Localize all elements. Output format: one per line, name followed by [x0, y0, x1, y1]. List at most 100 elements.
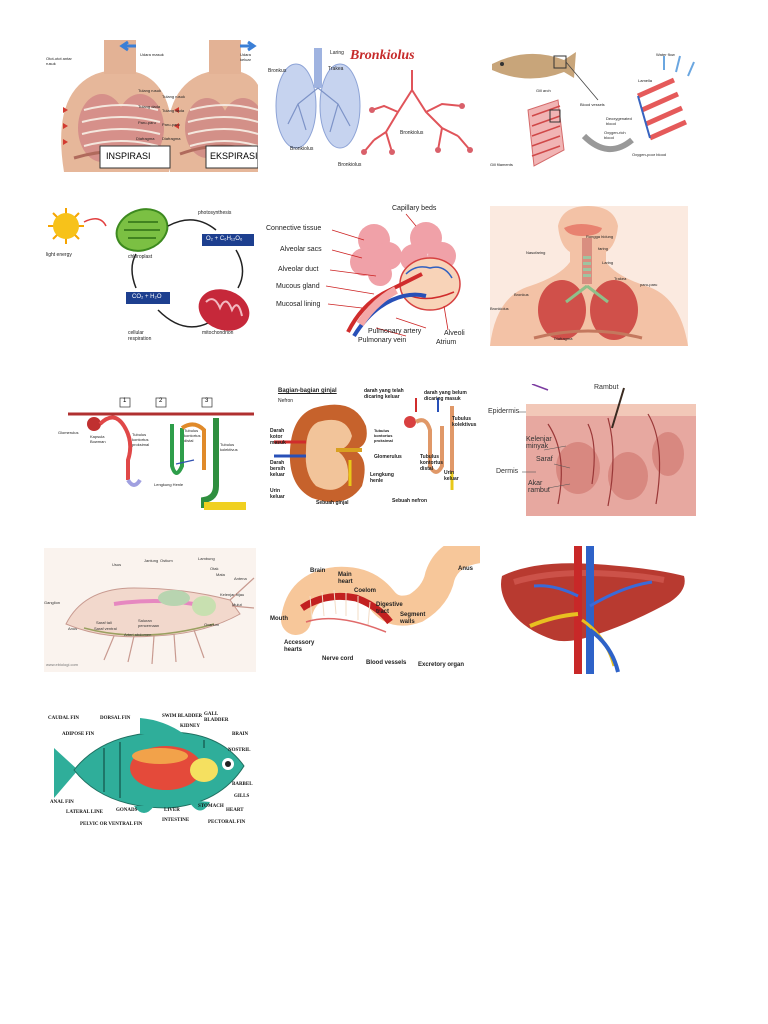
label-barbel: BARBEL [232, 782, 253, 787]
label-dorsal-fin: DORSAL FIN [100, 716, 131, 721]
respiration-diagram: Udara masuk Otot-otot antar rusuk Tulang… [44, 40, 258, 172]
photosynthesis-label: photosynthesis [198, 210, 232, 216]
label-capillary-beds: Capillary beds [392, 205, 437, 212]
label-pulmonary-artery: Pulmonary artery [368, 328, 422, 335]
label-nostril: NOSTRIL [228, 748, 251, 753]
udara-masuk-label: Udara masuk [140, 52, 164, 57]
label-tubulus-proksimal: Tubulus kontortus proksimal [132, 432, 150, 447]
label-usus: Usus [112, 562, 122, 567]
label-blood-vessels: Blood vessels [580, 102, 605, 107]
label-paru-2: Paru-paru [162, 122, 180, 127]
crayfish-diagram: Usus Jantung Ostium Lambung Otak Mata An… [44, 548, 256, 672]
label-darah-kotor: Darah kotor masuk [270, 428, 286, 446]
label-gill-arch: Gill arch [536, 88, 551, 93]
label-swim-bladder: SWIM BLADDER [162, 714, 203, 719]
bronkiolus-diagram: Bronkiolus Laring Trakea Bronkus Bronkio… [266, 40, 480, 172]
step-1: 1 [123, 398, 127, 404]
label-saluran-pencernaan: Saluran pencernaan [138, 618, 160, 628]
label-excretory-organ: Excretory organ [418, 662, 465, 668]
label-nerve-cord: Nerve cord [322, 656, 354, 662]
chloroplast-label: chloroplast [128, 254, 153, 260]
label-kelenjar-hijau: Kelenjar hijau [220, 592, 245, 597]
label-coelom: Coelom [354, 588, 377, 594]
label-sebuah-ginjal: Sebuah ginjal [316, 500, 349, 506]
label-arteri-abdomen: Arteri abdomen [124, 632, 152, 637]
label-alveoli: Alveoli [444, 330, 465, 337]
label-tubulus-kolektivus: Tubulus kolektivus [452, 416, 477, 428]
label-paru: Paru-paru [138, 120, 156, 125]
label-alveolar-duct: Alveolar duct [278, 266, 319, 273]
label-otot: Otot-otot antar rusuk [46, 56, 72, 66]
label-tulang-rusuk-2: Tulang rusuk [162, 94, 185, 99]
label-ostium: Ostium [160, 558, 173, 563]
label-connective-tissue: Connective tissue [266, 225, 322, 232]
respiratory-system-diagram: Rongga hidung faring Nasofaring Laring T… [490, 206, 688, 346]
label-saraf-ventral: Saraf ventral [94, 626, 117, 631]
kidney-diagram: Bagian-bagian ginjal Nefron darah yang t… [266, 386, 480, 516]
label-adipose-fin: ADIPOSE FIN [62, 732, 95, 737]
label-digestive-tract: Digestive tract [376, 602, 403, 615]
label-saraf-tali: Saraf tali [96, 620, 112, 625]
kidney-title: Bagian-bagian ginjal [278, 388, 337, 394]
nephron-diagram: 1 2 3 Glomerulus Kapsula Bowman Tubulus … [44, 390, 258, 514]
fish-anatomy-diagram: CAUDAL FIN DORSAL FIN SWIM BLADDER GALL … [44, 708, 258, 832]
label-lambung: Lambung [198, 556, 215, 561]
label-lamella: Lamella [638, 78, 653, 83]
label-bronkiolus-2: Bronkiolus [400, 130, 424, 136]
mitochondrion-label: mitochondrion [202, 330, 234, 336]
cellular-respiration-label: cellular respiration [128, 330, 152, 342]
liver-illustration [494, 546, 690, 674]
label-diafragma: Diafragma [136, 136, 155, 141]
formula-top: O₂ + C₆H₁₂O₆ [206, 236, 243, 242]
light-energy-label: light energy [46, 252, 72, 258]
label-mulut: Mulut [232, 602, 242, 607]
label-segment-walls: Segment walls [400, 612, 426, 625]
label-darah-dicaring: darah yang telah dicaring keluar [364, 388, 404, 400]
label-paru-paru: paru-paru [640, 282, 658, 287]
label-alveolar-sacs: Alveolar sacs [280, 246, 322, 253]
label-antena: Antena [234, 576, 247, 581]
label-akar-rambut: Akar rambut [528, 480, 550, 494]
label-ganglion: Ganglion [44, 600, 61, 605]
label-epidermis: Epidermis [488, 408, 520, 415]
label-atrium: Atrium [436, 339, 457, 346]
label-kapsula-bowman: Kapsula Bowman [90, 434, 106, 444]
formula-bottom: CO₂ + H₂O [132, 294, 162, 300]
label-bronkus: Bronkus [268, 68, 287, 74]
label-bronkiolus-1: Bronkiolus [290, 146, 314, 152]
label-dermis: Dermis [496, 468, 519, 475]
label-brain: Brain [310, 568, 326, 574]
label-jantung: Jantung [144, 558, 159, 563]
label-saraf: Saraf [536, 456, 553, 463]
label-glomerulus: Glomerulus [374, 454, 402, 460]
label-anal-fin: ANAL FIN [50, 800, 74, 805]
label-lateral-line: LATERAL LINE [66, 810, 104, 815]
label-bronkus: Bronkus [514, 292, 529, 297]
bronkiolus-title: Bronkiolus [350, 48, 415, 63]
label-nefron: Nefron [278, 398, 294, 404]
label-diafragma-2: Diafragma [162, 136, 181, 141]
ekspirasi-label: EKSPIRASI [210, 151, 258, 161]
label-deoxygenated: Deoxygenated blood [606, 116, 632, 126]
label-sebuah-nefron: Sebuah nefron [392, 498, 428, 504]
step-3: 3 [205, 398, 209, 404]
label-tulang-dada-2: Tulang dada [162, 108, 185, 113]
label-tulang-rusuk: Tulang rusuk [138, 88, 161, 93]
label-tubulus-distal: Tubulus kontortus distal [420, 454, 444, 472]
label-pulmonary-vein: Pulmonary vein [358, 337, 407, 344]
label-heart: HEART [226, 808, 244, 813]
label-otak: Otak [210, 566, 219, 571]
label-trakea: Trakea [614, 276, 627, 281]
step-2: 2 [159, 398, 163, 404]
label-intestine: INTESTINE [162, 818, 190, 823]
label-anus: Anus [458, 566, 473, 572]
fish-gills-diagram: Water flow Lamella Gill arch Blood vesse… [488, 40, 702, 172]
label-bronkiolus: Bronkiolus [490, 306, 509, 311]
label-darah-bersih: Darah bersih keluar [270, 460, 286, 478]
label-accessory-hearts: Accessory hearts [284, 640, 315, 653]
label-ovarium: Ovarium [204, 622, 220, 627]
label-kidney: KIDNEY [180, 724, 201, 729]
label-pectoral-fin: PECTORAL FIN [208, 820, 246, 825]
label-laring: Laring [602, 260, 614, 265]
label-water-flow: Water flow [656, 52, 675, 57]
